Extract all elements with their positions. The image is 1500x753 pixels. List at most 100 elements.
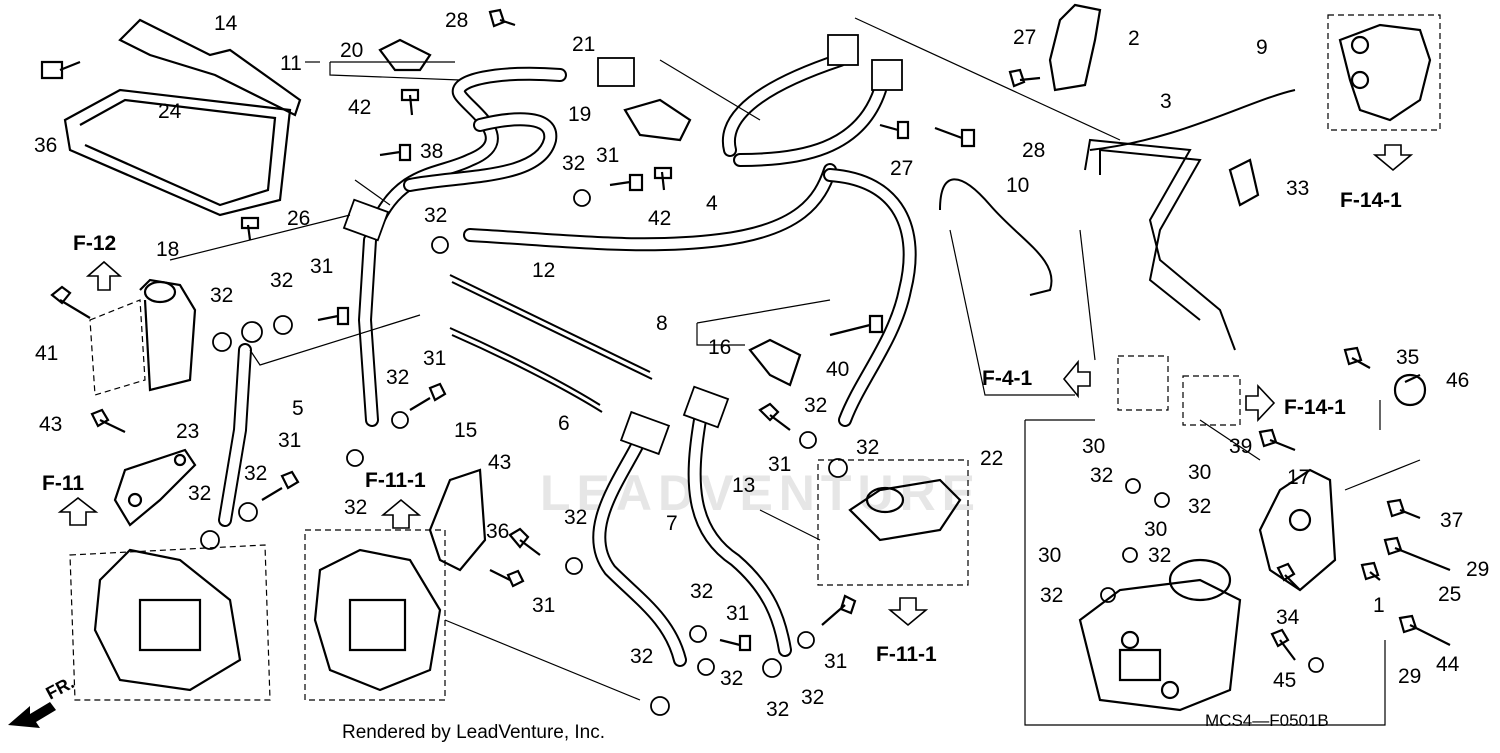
label-part-4: 4 bbox=[706, 192, 718, 215]
label-part-32-h: 32 bbox=[344, 496, 367, 519]
pipe-3 bbox=[1084, 89, 1296, 351]
label-part-32-m: 32 bbox=[766, 698, 789, 721]
label-part-11: 11 bbox=[280, 52, 302, 75]
label-part-41: 41 bbox=[35, 342, 58, 365]
label-part-42-b: 42 bbox=[648, 207, 671, 230]
diagram-code: MCS4—F0501B bbox=[1205, 711, 1329, 730]
washers bbox=[200, 189, 1324, 716]
bracket-23 bbox=[113, 448, 197, 527]
dashed-boxes bbox=[69, 14, 1441, 701]
ref-f-11-1-left: F-11-1 bbox=[365, 469, 426, 492]
label-part-18: 18 bbox=[156, 238, 179, 261]
label-part-29: 29 bbox=[1466, 558, 1489, 581]
hose-5 bbox=[218, 343, 252, 527]
hose-assembly-11 bbox=[369, 66, 567, 232]
label-part-32: 32 bbox=[562, 152, 585, 175]
label-part-19: 19 bbox=[568, 103, 591, 126]
part-number-labels: 1 2 3 4 5 6 7 8 9 10 11 12 13 14 15 16 1… bbox=[34, 9, 1489, 721]
label-part-32-i: 32 bbox=[564, 506, 587, 529]
reference-arrows bbox=[8, 144, 1414, 728]
label-part-9: 9 bbox=[1256, 36, 1268, 59]
label-part-32-f: 32 bbox=[244, 462, 267, 485]
label-part-15: 15 bbox=[454, 419, 477, 442]
label-part-31-d: 31 bbox=[278, 429, 301, 452]
label-part-27: 27 bbox=[1013, 26, 1036, 49]
label-part-10: 10 bbox=[1006, 174, 1029, 197]
label-part-32-o: 32 bbox=[804, 394, 827, 417]
label-part-32-t: 32 bbox=[1040, 584, 1063, 607]
ref-f-11: F-11 bbox=[42, 472, 84, 495]
label-part-31-f: 31 bbox=[726, 602, 749, 625]
label-part-32-l: 32 bbox=[720, 667, 743, 690]
label-part-32-k: 32 bbox=[630, 645, 653, 668]
bracket-15 bbox=[428, 468, 487, 572]
part-19-clip bbox=[623, 98, 692, 142]
label-part-14: 14 bbox=[214, 12, 238, 35]
credit-text: Rendered by LeadVenture, Inc. bbox=[342, 722, 605, 743]
bracket-14 bbox=[118, 18, 302, 117]
hose-assembly-4 bbox=[463, 53, 917, 427]
label-part-17: 17 bbox=[1287, 466, 1310, 489]
fr-arrow bbox=[8, 702, 56, 728]
reference-labels: F-12 F-11 F-11-1 F-4-1 F-14-1 F-11-1 F-1… bbox=[42, 189, 1402, 666]
label-part-46: 46 bbox=[1446, 369, 1469, 392]
label-part-43-b: 43 bbox=[488, 451, 511, 474]
bolts bbox=[40, 8, 1451, 661]
label-part-3: 3 bbox=[1160, 90, 1172, 113]
label-part-28: 28 bbox=[445, 9, 468, 32]
label-part-27-b: 27 bbox=[890, 157, 913, 180]
bracket-17 bbox=[1258, 468, 1337, 592]
label-part-32-j: 32 bbox=[690, 580, 713, 603]
hose-13 bbox=[687, 413, 792, 657]
label-part-36-b: 36 bbox=[486, 520, 509, 543]
label-part-23: 23 bbox=[176, 420, 199, 443]
label-part-32-c: 32 bbox=[210, 284, 233, 307]
label-part-28-b: 28 bbox=[1022, 139, 1045, 162]
label-part-38: 38 bbox=[420, 140, 443, 163]
ref-f-11-1-right: F-11-1 bbox=[876, 643, 937, 666]
caliper-center bbox=[313, 548, 442, 692]
label-part-22: 22 bbox=[980, 447, 1003, 470]
label-part-6: 6 bbox=[558, 412, 570, 435]
sensor-right bbox=[848, 478, 962, 542]
label-part-31-b: 31 bbox=[310, 255, 333, 278]
label-part-16: 16 bbox=[708, 336, 731, 359]
label-part-12: 12 bbox=[532, 259, 555, 282]
label-part-40: 40 bbox=[826, 358, 849, 381]
label-part-34: 34 bbox=[1276, 606, 1300, 629]
clamp-18 bbox=[139, 278, 197, 392]
part-33-clip bbox=[1228, 158, 1260, 207]
ref-f-14-1-top: F-14-1 bbox=[1340, 189, 1402, 212]
label-part-33: 33 bbox=[1286, 177, 1309, 200]
label-part-32-p: 32 bbox=[856, 436, 879, 459]
label-part-32-r: 32 bbox=[1188, 495, 1211, 518]
label-part-8: 8 bbox=[656, 312, 668, 335]
label-part-32-d: 32 bbox=[270, 269, 293, 292]
label-part-39: 39 bbox=[1229, 435, 1252, 458]
label-part-13: 13 bbox=[732, 474, 755, 497]
label-part-29-b: 29 bbox=[1398, 665, 1421, 688]
label-part-30: 30 bbox=[1082, 435, 1105, 458]
label-part-2: 2 bbox=[1128, 27, 1140, 50]
label-part-32-q: 32 bbox=[1090, 464, 1113, 487]
ref-f-12: F-12 bbox=[73, 232, 116, 255]
hose-7 bbox=[592, 433, 687, 667]
label-part-32-e: 32 bbox=[386, 366, 409, 389]
label-part-31-h: 31 bbox=[768, 453, 791, 476]
part-2-clamp bbox=[1048, 3, 1102, 92]
ref-f-4-1: F-4-1 bbox=[982, 367, 1032, 390]
label-part-35: 35 bbox=[1396, 346, 1419, 369]
label-part-37: 37 bbox=[1440, 509, 1463, 532]
pipe-12 bbox=[449, 274, 653, 380]
joint-blocks bbox=[342, 34, 903, 456]
hose-left-long bbox=[358, 233, 379, 427]
label-part-31: 31 bbox=[596, 144, 619, 167]
label-part-21: 21 bbox=[572, 33, 595, 56]
label-part-7: 7 bbox=[666, 512, 678, 535]
pipe-6 bbox=[449, 327, 603, 413]
label-part-45: 45 bbox=[1273, 669, 1296, 692]
label-part-42: 42 bbox=[348, 96, 371, 119]
label-part-25: 25 bbox=[1438, 583, 1461, 606]
ref-f-14-1-right: F-14-1 bbox=[1284, 396, 1346, 419]
